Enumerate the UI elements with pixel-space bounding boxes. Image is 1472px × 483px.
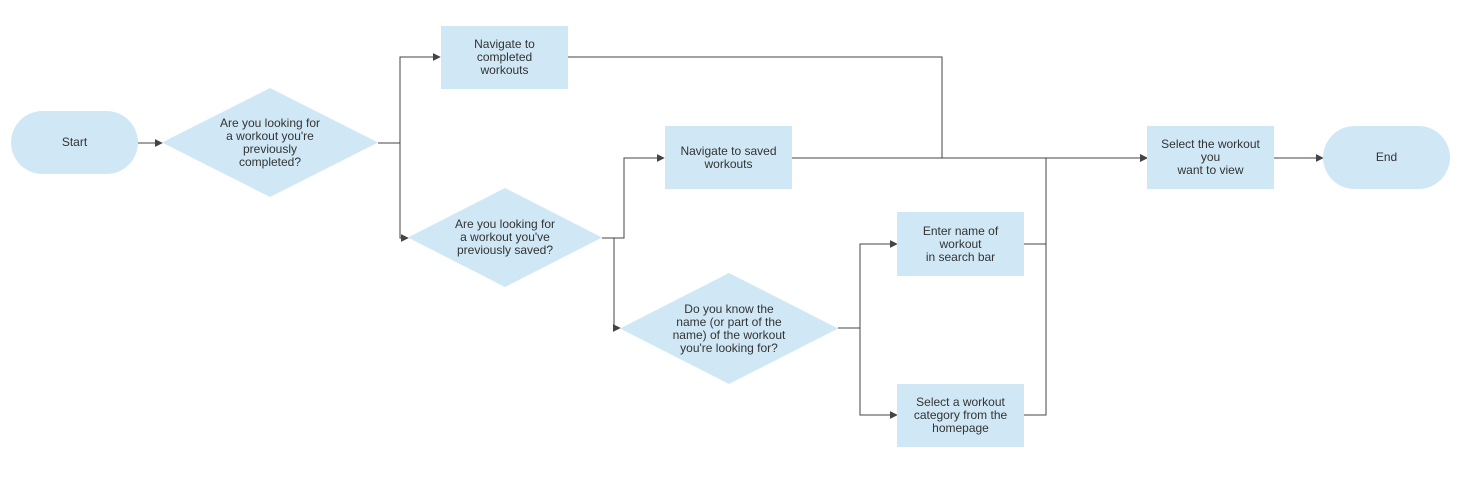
edge-q-saved-to-nav-saved — [602, 154, 665, 239]
decision-previously-completed-label: Are you looking for a workout you're pre… — [219, 115, 321, 169]
navigate-completed-workouts-node: Navigate to completed workouts — [441, 26, 568, 89]
end-node: End — [1323, 126, 1450, 189]
enter-name-search-node: Enter name of workout in search bar — [897, 212, 1024, 276]
enter-name-search-label: Enter name of workout in search bar — [922, 223, 999, 264]
navigate-saved-workouts-node: Navigate to saved workouts — [665, 126, 792, 189]
edge-enter-name-to-select-workout — [1024, 154, 1148, 245]
decision-previously-saved-label: Are you looking for a workout you've pre… — [454, 217, 556, 257]
start-node: Start — [11, 111, 138, 174]
end-label: End — [1375, 150, 1398, 164]
select-category-label: Select a workout category from the homep… — [913, 395, 1008, 435]
select-workout-label: Select the workout you want to view — [1161, 137, 1260, 177]
edge-nav-completed-to-select-workout — [568, 56, 1148, 162]
edge-q-completed-to-nav-completed — [378, 53, 441, 144]
start-label: Start — [61, 135, 88, 149]
edge-q-know-name-to-select-category — [859, 328, 898, 419]
edge-select-category-to-select-workout — [1024, 244, 1047, 416]
edge-q-saved-to-q-know-name — [602, 237, 621, 332]
select-workout-node: Select the workout you want to view — [1147, 126, 1274, 189]
select-category-node: Select a workout category from the homep… — [897, 384, 1024, 447]
navigate-completed-workouts-label: Navigate to completed workouts — [474, 37, 535, 77]
navigate-saved-workouts-label: Navigate to saved workouts — [680, 143, 777, 171]
edge-q-completed-to-q-saved — [399, 143, 409, 242]
decision-know-workout-name-label: Do you know the name (or part of the nam… — [672, 301, 786, 355]
edge-q-know-name-to-enter-name — [838, 240, 898, 329]
